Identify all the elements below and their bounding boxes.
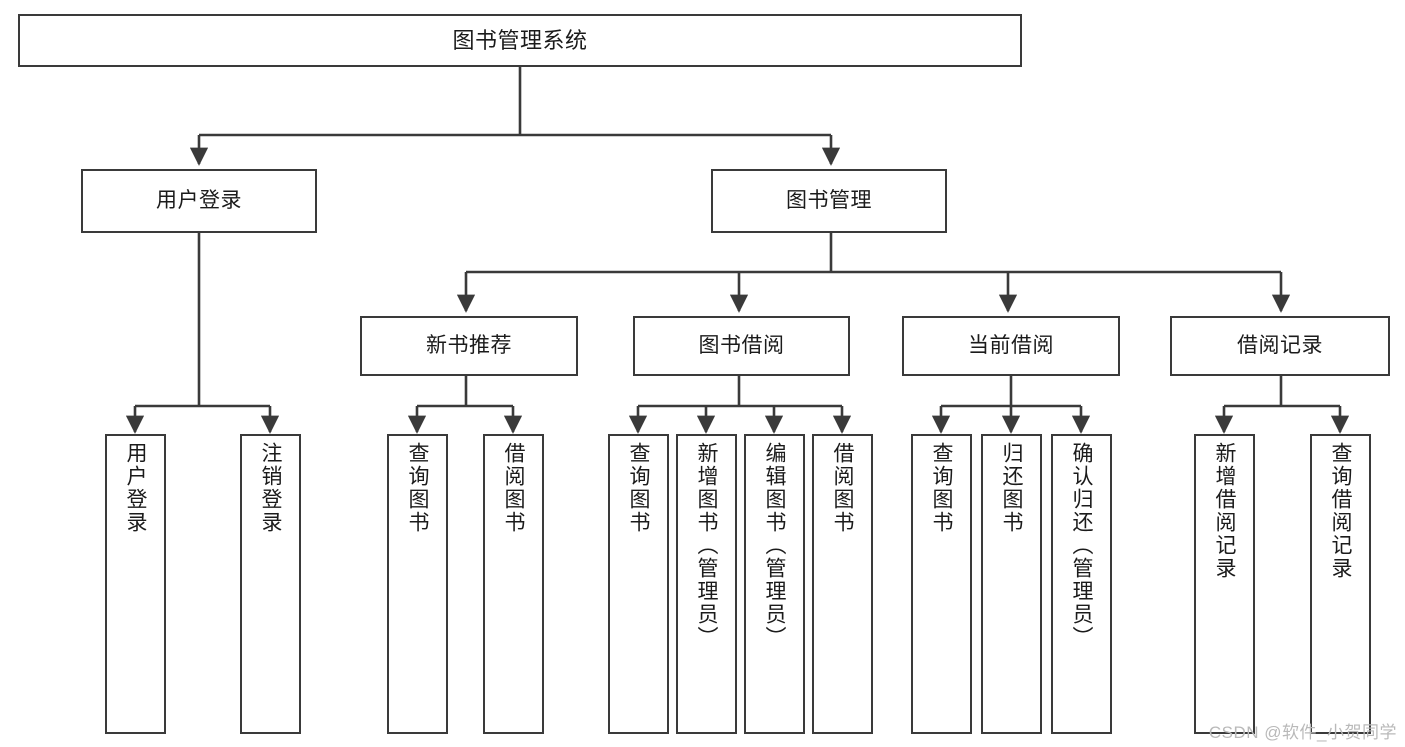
node-book-management-label: 图书管理 xyxy=(786,188,872,212)
leaf-new-book-query[interactable]: 查询图书 xyxy=(387,434,448,734)
leaf-borrow-query-book[interactable]: 查询图书 xyxy=(608,434,669,734)
leaf-label: 归还图书 xyxy=(1000,442,1023,534)
node-book-management[interactable]: 图书管理 xyxy=(711,169,947,233)
leaf-new-book-borrow[interactable]: 借阅图书 xyxy=(483,434,544,734)
leaf-record-query[interactable]: 查询借阅记录 xyxy=(1310,434,1371,734)
leaf-user-login-login[interactable]: 用户登录 xyxy=(105,434,166,734)
node-user-login[interactable]: 用户登录 xyxy=(81,169,317,233)
leaf-label: 借阅图书 xyxy=(502,442,525,534)
leaf-label: 编辑图书（管理员） xyxy=(763,442,786,649)
leaf-current-return-book[interactable]: 归还图书 xyxy=(981,434,1042,734)
leaf-borrow-edit-book[interactable]: 编辑图书（管理员） xyxy=(744,434,805,734)
leaf-label: 查询借阅记录 xyxy=(1329,442,1352,580)
leaf-label: 确认归还（管理员） xyxy=(1070,442,1093,649)
node-current-borrow[interactable]: 当前借阅 xyxy=(902,316,1120,376)
leaf-label: 注销登录 xyxy=(259,442,282,534)
node-book-borrow-label: 图书借阅 xyxy=(698,333,785,357)
node-root-label: 图书管理系统 xyxy=(452,27,588,53)
node-root[interactable]: 图书管理系统 xyxy=(18,14,1022,67)
leaf-user-login-logout[interactable]: 注销登录 xyxy=(240,434,301,734)
node-borrow-record-label: 借阅记录 xyxy=(1237,333,1323,357)
leaf-label: 借阅图书 xyxy=(831,442,854,534)
leaf-label: 新增图书（管理员） xyxy=(695,442,718,649)
leaf-label: 查询图书 xyxy=(406,442,429,534)
leaf-borrow-borrow-book[interactable]: 借阅图书 xyxy=(812,434,873,734)
leaf-current-query-book[interactable]: 查询图书 xyxy=(911,434,972,734)
leaf-record-add[interactable]: 新增借阅记录 xyxy=(1194,434,1255,734)
node-new-book-recommend-label: 新书推荐 xyxy=(426,333,512,357)
node-book-borrow[interactable]: 图书借阅 xyxy=(633,316,850,376)
node-borrow-record[interactable]: 借阅记录 xyxy=(1170,316,1390,376)
leaf-label: 查询图书 xyxy=(627,442,650,534)
leaf-label: 新增借阅记录 xyxy=(1213,442,1236,580)
leaf-borrow-add-book[interactable]: 新增图书（管理员） xyxy=(676,434,737,734)
node-user-login-label: 用户登录 xyxy=(156,188,242,212)
node-new-book-recommend[interactable]: 新书推荐 xyxy=(360,316,578,376)
leaf-label: 查询图书 xyxy=(930,442,953,534)
watermark: CSDN @软件_小贺同学 xyxy=(1208,723,1397,742)
leaf-current-confirm-return[interactable]: 确认归还（管理员） xyxy=(1051,434,1112,734)
leaf-label: 用户登录 xyxy=(124,442,147,534)
node-current-borrow-label: 当前借阅 xyxy=(968,333,1054,357)
